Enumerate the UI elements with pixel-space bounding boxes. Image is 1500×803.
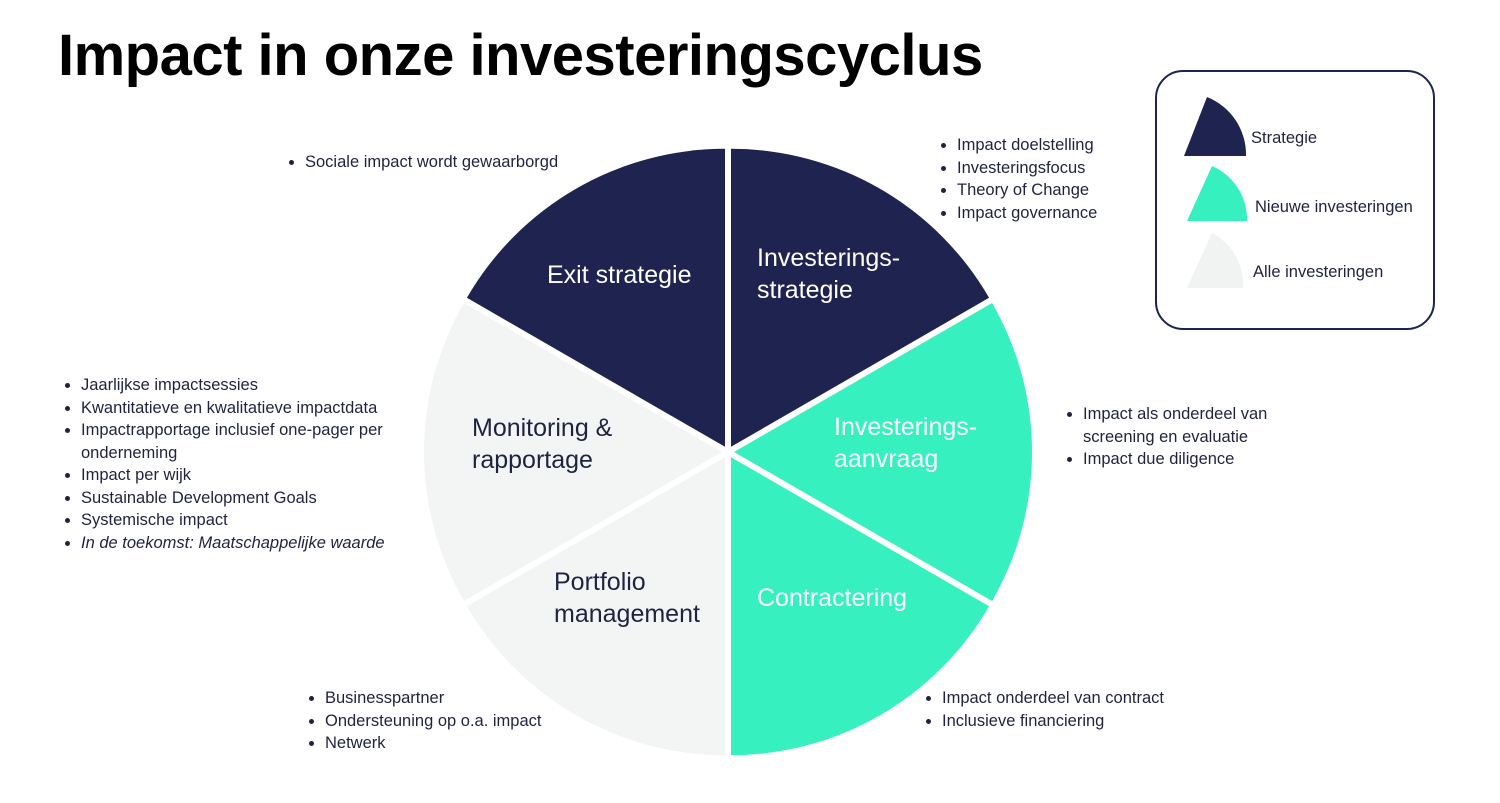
legend-label-strategy: Strategie: [1251, 129, 1318, 147]
note-item: Businesspartner: [325, 687, 541, 710]
note-item: Impact governance: [957, 202, 1097, 225]
page-title: Impact in onze investeringscyclus: [58, 23, 983, 88]
note-item: Ondersteuning op o.a. impact: [325, 710, 541, 733]
segment-label-investeringsstrategie: strategie: [757, 276, 853, 304]
segment-label-exit-strategie: Exit strategie: [547, 261, 692, 289]
segment-portfolio-management: [466, 457, 725, 756]
investment-cycle-wheel: Investerings-strategieInvesterings-aanvr…: [424, 148, 1032, 756]
segment-investeringsaanvraag: [734, 303, 1032, 601]
note-item: Theory of Change: [957, 179, 1097, 202]
segment-exit-strategie: [466, 148, 725, 447]
segment-monitoring-rapportage: [424, 303, 722, 601]
notes-monitoring: Jaarlijkse impactsessies Kwantitatieve e…: [59, 374, 421, 554]
notes-portfolio: Businesspartner Ondersteuning op o.a. im…: [303, 687, 541, 755]
segment-label-investeringsstrategie: Investerings-: [757, 244, 900, 272]
notes-contracting: Impact onderdeel van contract Inclusieve…: [920, 687, 1164, 732]
note-item: Systemische impact: [81, 509, 421, 532]
note-item: Impactrapportage inclusief one-pager per…: [81, 419, 421, 464]
segment-label-portfolio-management: Portfolio: [554, 568, 646, 596]
legend-swatch-strategy: [1184, 97, 1247, 156]
segment-label-investeringsaanvraag: aanvraag: [834, 445, 938, 473]
legend-swatch-new-investments: [1187, 166, 1248, 221]
segment-label-portfolio-management: management: [554, 600, 700, 628]
note-item: Sociale impact wordt gewaarborgd: [305, 151, 558, 174]
note-item: Impact als onderdeel van screening en ev…: [1083, 403, 1293, 448]
note-item: Impact onderdeel van contract: [942, 687, 1164, 710]
note-item: Investeringsfocus: [957, 157, 1097, 180]
note-item: Jaarlijkse impactsessies: [81, 374, 421, 397]
legend: Strategie Nieuwe investeringen Alle inve…: [1155, 70, 1435, 330]
notes-application: Impact als onderdeel van screening en ev…: [1061, 403, 1293, 471]
note-item: Kwantitatieve en kwalitatieve impactdata: [81, 397, 421, 420]
note-item: Inclusieve financiering: [942, 710, 1164, 733]
legend-label-all-investments: Alle investeringen: [1253, 263, 1384, 281]
legend-swatch-all-investments: [1187, 233, 1244, 288]
notes-exit: Sociale impact wordt gewaarborgd: [283, 151, 558, 174]
note-item: Impact due diligence: [1083, 448, 1293, 471]
segment-label-investeringsaanvraag: Investerings-: [834, 413, 977, 441]
note-item: Impact doelstelling: [957, 134, 1097, 157]
segment-contractering: [731, 457, 990, 756]
note-item: Netwerk: [325, 732, 541, 755]
segment-investeringsstrategie: [731, 148, 990, 447]
legend-label-new-investments: Nieuwe investeringen: [1255, 198, 1413, 216]
notes-strategy: Impact doelstelling Investeringsfocus Th…: [935, 134, 1097, 224]
segment-label-monitoring-rapportage: rapportage: [472, 446, 593, 474]
note-item-future: In de toekomst: Maatschappelijke waarde: [81, 532, 421, 555]
segment-label-contractering: Contractering: [757, 584, 907, 612]
note-item: Impact per wijk: [81, 464, 421, 487]
note-item: Sustainable Development Goals: [81, 487, 421, 510]
segment-label-monitoring-rapportage: Monitoring &: [472, 414, 613, 442]
